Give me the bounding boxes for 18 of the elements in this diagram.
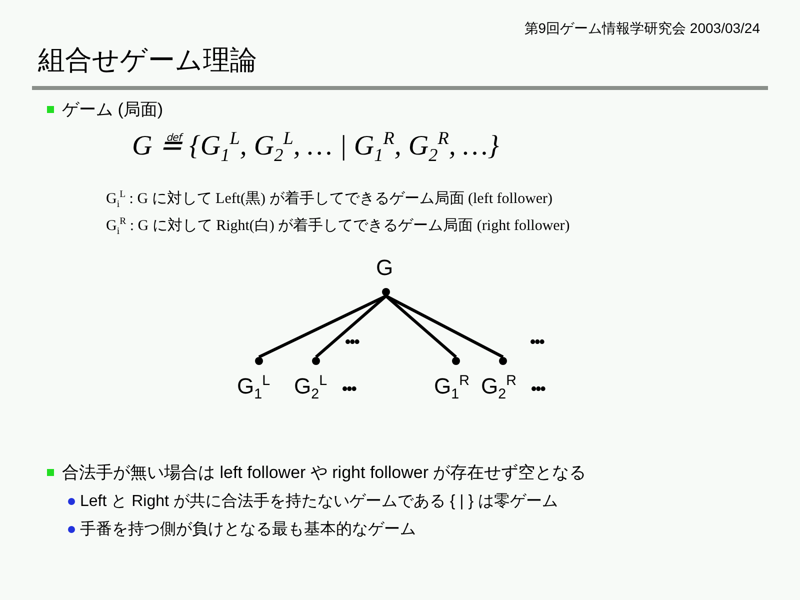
ellipsis-text: ••• [342, 381, 356, 399]
bullet-text: ゲーム (局面) [62, 99, 164, 121]
ellipsis-text: ••• [531, 381, 545, 399]
tree-edge [385, 294, 457, 358]
ellipsis-text: ••• [530, 334, 544, 352]
bullet-text: 合法手が無い場合は left follower や right follower が存在せず空となる [62, 462, 586, 484]
header-text: 第9回ゲーム情報学研究会 2003/03/24 [524, 20, 760, 38]
vertex-label: G [376, 256, 394, 280]
tree-edge [258, 294, 387, 358]
definition-text: G$_{i}$$^{R}$ : G に対して Right(白) が着手してできるゲーム局面 (right follower) [106, 216, 570, 237]
formula-text: G ≝ {G$_{1}$$^{L}$, G$_{2}$$^{L}$, … | G$_{1}$$^{R}$, G$_{2}$$^{R}$, …} [132, 128, 499, 166]
ellipsis-text: ••• [345, 334, 359, 352]
bullet-text: 手番を持つ側が負けとなる最も基本的なゲーム [80, 520, 416, 540]
bullet-text: Left と Right が共に合法手を持たないゲームである { | } は零ゲーム [80, 492, 558, 512]
tree-edge [315, 294, 387, 358]
definition-text: G$_{i}$$^{L}$ : G に対して Left(黒) が着手してできるゲーム局面 (left follower) [106, 189, 553, 210]
slide-title: 組合せゲーム理論 [38, 44, 257, 77]
tree-edge [385, 294, 504, 358]
